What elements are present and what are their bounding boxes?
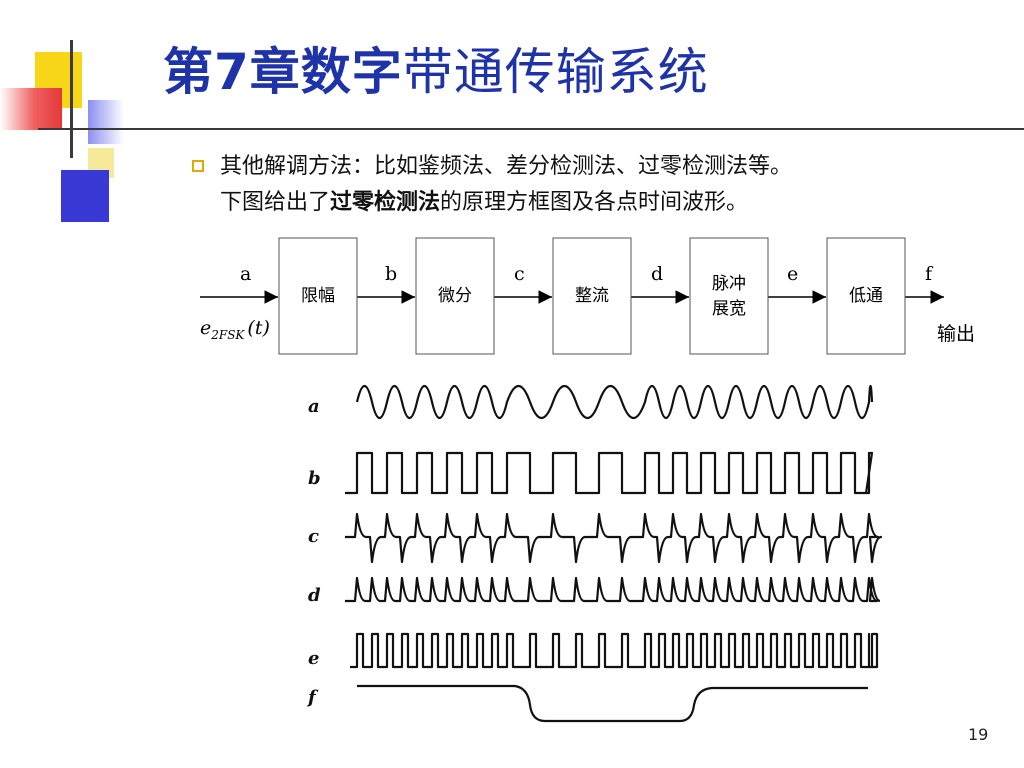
slide-number: 19	[968, 725, 989, 744]
output-label: 输出	[937, 323, 975, 345]
block-pulse-stretch-label-1: 脉冲	[712, 274, 746, 294]
point-label-e: e	[787, 263, 798, 285]
waveform-label-a: a	[308, 396, 320, 417]
waveform-c	[345, 512, 883, 564]
point-label-b: b	[385, 263, 397, 285]
hollow-square-bullet-icon	[192, 160, 204, 172]
waveform-e	[350, 632, 879, 669]
title-underline	[38, 128, 1024, 130]
block-diagram: 限幅 微分 整流 脉冲 展宽 低通 a b c d e f e2FSK(t) 输…	[200, 237, 975, 355]
waveform-label-b: b	[308, 468, 321, 489]
waveform-b	[345, 451, 874, 495]
waveform-a	[355, 384, 874, 420]
block-differentiator-label: 微分	[438, 286, 472, 306]
block-rectifier-label: 整流	[575, 286, 609, 306]
waveform-label-d: d	[308, 585, 321, 606]
waveform-label-f: f	[306, 687, 319, 708]
decorative-vertical-line	[70, 40, 73, 158]
waveform-f	[357, 684, 868, 723]
block-rectifier	[552, 237, 632, 355]
input-signal-label: e2FSK(t)	[200, 317, 270, 342]
slide-title-regular: 带通传输系统	[402, 43, 709, 101]
point-label-d: d	[651, 263, 663, 285]
decorative-blue-square-small	[88, 100, 124, 144]
body-line-2: 下图给出了过零检测法的原理方框图及各点时间波形。	[220, 184, 748, 216]
point-label-a: a	[240, 263, 251, 285]
body-line-2-start: 下图给出了	[220, 190, 331, 215]
waveform-label-e: e	[308, 648, 319, 669]
point-label-f: f	[925, 263, 934, 285]
body-line-2-emphasis: 过零检测法	[330, 189, 441, 215]
block-differentiator	[415, 237, 495, 355]
block-lowpass-label: 低通	[849, 286, 883, 306]
block-lowpass	[826, 237, 906, 355]
waveform-d	[345, 576, 881, 603]
block-limiter-label: 限幅	[301, 286, 335, 306]
slide-title-bold: 第7章数字	[163, 43, 403, 101]
decorative-blue-square	[61, 170, 109, 222]
slide-title: 第7章数字带通传输系统	[163, 32, 709, 104]
block-limiter	[278, 237, 358, 355]
waveform-label-c: c	[308, 526, 319, 547]
block-pulse-stretch	[689, 237, 769, 355]
body-line-1: 其他解调方法：比如鉴频法、差分检测法、过零检测法等。	[220, 154, 793, 179]
body-line-2-end: 的原理方框图及各点时间波形。	[440, 190, 749, 215]
block-pulse-stretch-label-2: 展宽	[712, 299, 746, 319]
decorative-red-bar	[0, 88, 62, 130]
point-label-c: c	[514, 263, 525, 285]
